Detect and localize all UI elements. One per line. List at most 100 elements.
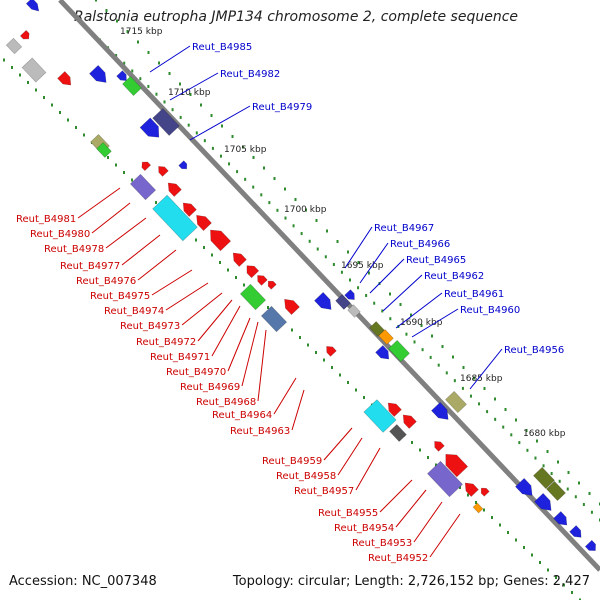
tick-label: 1710 kbp <box>168 88 211 98</box>
forward-leader-line <box>149 45 191 73</box>
inner-tick-dot <box>3 58 5 62</box>
reverse-leader-line <box>241 321 259 387</box>
inner-tick-dot <box>19 73 21 77</box>
inner-tick-dot <box>155 201 157 204</box>
inner-tick-dot <box>427 456 429 459</box>
gene-arrow <box>344 289 355 300</box>
outer-tick-dot <box>413 340 416 344</box>
outer-tick-dot <box>546 450 549 453</box>
inner-tick-dot <box>347 381 349 384</box>
inner-tick-dot <box>59 111 61 114</box>
inner-tick-dot <box>531 553 533 557</box>
gene-arrow <box>19 29 30 40</box>
outer-tick-dot <box>268 201 271 205</box>
outer-tick-dot <box>502 425 505 429</box>
outer-tick-dot <box>421 348 424 352</box>
reverse-leader-line <box>257 329 267 402</box>
inner-tick-dot <box>579 598 581 600</box>
reverse-gene-label: Reut_B4953 <box>352 538 412 549</box>
outer-tick-dot <box>437 363 440 367</box>
gene-arrow <box>246 265 260 279</box>
outer-tick-dot <box>273 177 276 180</box>
outer-tick-dot <box>441 345 444 348</box>
outer-tick-dot <box>163 100 166 104</box>
outer-tick-dot <box>219 154 222 158</box>
outer-tick-dot <box>461 386 464 390</box>
outer-tick-dot <box>147 84 150 88</box>
reverse-gene-label: Reut_B4978 <box>44 244 104 255</box>
reverse-leader-line <box>121 234 161 266</box>
outer-tick-dot <box>381 309 384 313</box>
gene-arrow <box>445 390 467 414</box>
outer-tick-dot <box>373 301 376 305</box>
gene-arrow <box>480 487 490 497</box>
outer-tick-dot <box>332 263 335 267</box>
outer-tick-dot <box>526 448 529 452</box>
gene-arrow <box>152 194 198 242</box>
outer-tick-dot <box>315 219 318 222</box>
outer-tick-dot <box>252 185 255 189</box>
outer-tick-dot <box>336 240 339 243</box>
forward-leader-line <box>395 292 443 329</box>
gene-arrow <box>158 166 169 177</box>
reverse-leader-line <box>413 501 443 543</box>
gene-arrow <box>584 539 596 551</box>
outer-tick-dot <box>284 187 286 191</box>
gene-arrow <box>326 346 337 357</box>
reverse-leader-line <box>151 269 193 296</box>
inner-tick-dot <box>219 261 221 264</box>
outer-tick-dot <box>574 495 577 499</box>
outer-tick-dot <box>365 293 368 297</box>
inner-tick-dot <box>107 156 109 159</box>
outer-tick-dot <box>228 162 231 166</box>
forward-gene-label: Reut_B4962 <box>424 271 484 282</box>
gene-arrow <box>141 161 152 172</box>
gene-arrow <box>314 291 332 310</box>
inner-tick-dot <box>507 531 509 534</box>
reverse-gene-label: Reut_B4971 <box>150 352 210 363</box>
reverse-leader-line <box>291 389 305 431</box>
inner-tick-dot <box>411 441 413 444</box>
gene-arrow <box>434 441 445 452</box>
outer-tick-dot <box>242 145 244 149</box>
forward-gene-label: Reut_B4965 <box>406 255 466 266</box>
outer-tick-dot <box>368 271 370 275</box>
reverse-gene-label: Reut_B4973 <box>120 321 180 332</box>
outer-tick-dot <box>536 439 538 443</box>
gene-arrow <box>196 214 212 232</box>
tick-label: 1680 kbp <box>523 429 566 439</box>
outer-tick-dot <box>211 146 214 150</box>
outer-tick-dot <box>542 464 545 468</box>
reverse-gene-label: Reut_B4964 <box>212 410 272 421</box>
gene-arrow <box>96 142 112 158</box>
reverse-leader-line <box>395 489 427 528</box>
gene-arrow <box>387 402 402 417</box>
outer-tick-dot <box>558 479 561 483</box>
reverse-leader-line <box>165 282 209 311</box>
reverse-leader-line <box>211 305 241 357</box>
gene-arrow <box>232 252 247 267</box>
outer-tick-dot <box>244 177 247 181</box>
inner-tick-dot <box>483 508 485 512</box>
inner-tick-dot <box>243 283 245 287</box>
outer-tick-dot <box>340 270 343 274</box>
outer-tick-dot <box>478 402 481 406</box>
outer-tick-dot <box>294 198 297 201</box>
inner-tick-dot <box>563 583 565 587</box>
outer-tick-dot <box>566 487 569 491</box>
gene-arrow <box>139 117 160 138</box>
inner-tick-dot <box>331 366 333 369</box>
forward-leader-line <box>169 72 219 101</box>
inner-tick-dot <box>83 133 85 137</box>
gene-arrow <box>25 0 40 12</box>
gene-arrow <box>427 460 463 498</box>
outer-tick-dot <box>300 232 303 236</box>
forward-gene-label: Reut_B4966 <box>390 239 450 250</box>
inner-tick-dot <box>355 388 357 392</box>
outer-tick-dot <box>324 255 327 259</box>
inner-tick-dot <box>491 516 493 519</box>
inner-tick-dot <box>419 448 421 452</box>
gene-arrow <box>21 57 47 83</box>
outer-tick-dot <box>486 410 489 414</box>
forward-gene-label: Reut_B4961 <box>444 289 504 300</box>
